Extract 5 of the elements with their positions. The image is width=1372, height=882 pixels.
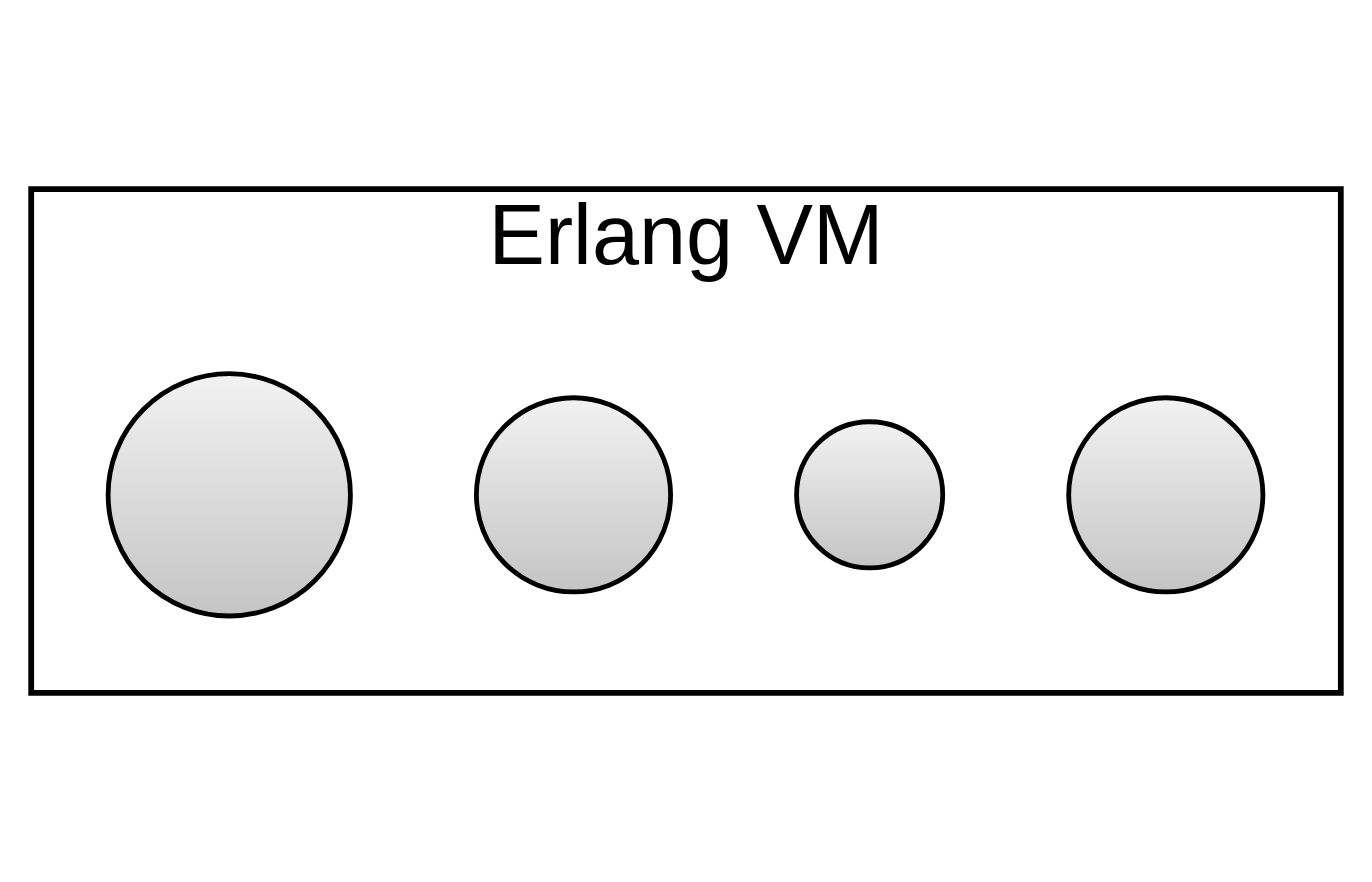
node-circle [794,419,946,571]
node-circle [1066,395,1266,595]
node-circle [473,395,674,595]
node-circle [105,371,353,619]
cluster: Erlang VM [28,186,1344,696]
